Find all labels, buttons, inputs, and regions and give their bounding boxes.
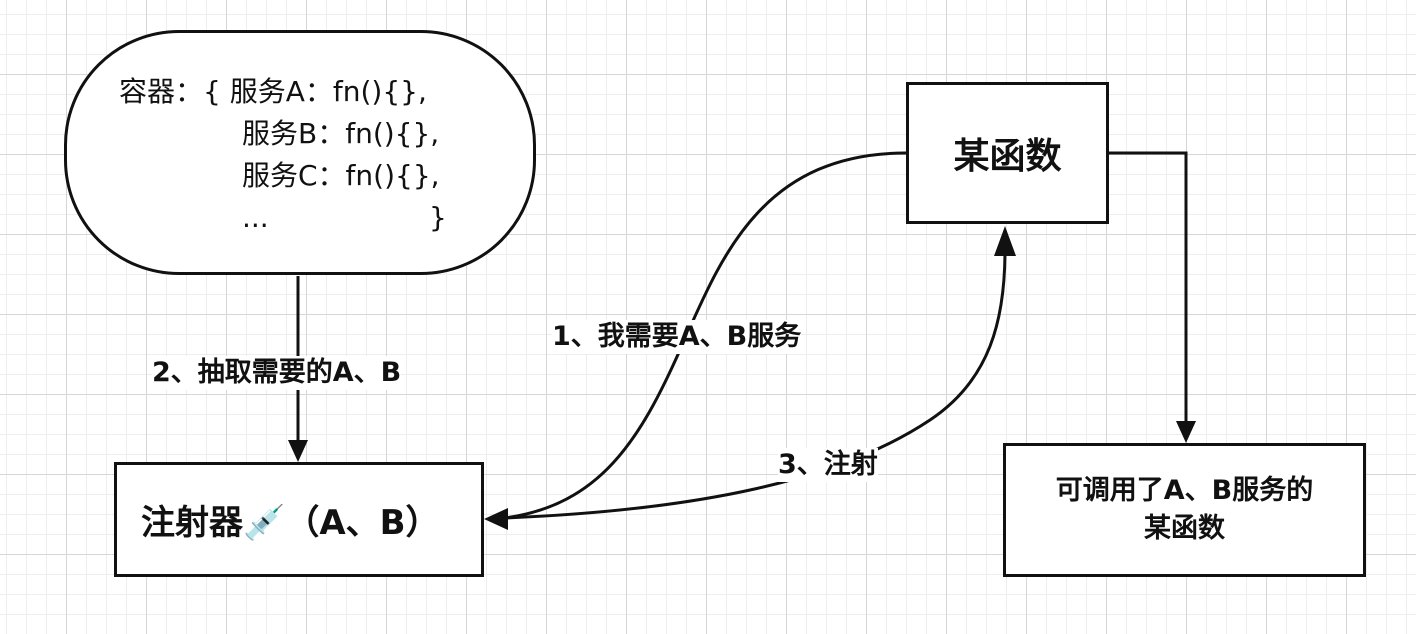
injector-node: 注射器💉（A、B） [114, 462, 484, 577]
container-line-2: 服务B：fn(){}, [242, 117, 440, 150]
container-line-3: 服务C：fn(){}, [242, 159, 440, 192]
edge-label-step3: 3、注射 [778, 448, 878, 482]
container-line-5: } [429, 201, 447, 234]
edge-label-step1: 1、我需要A、B服务 [552, 320, 802, 354]
result-label-line-2: 某函数 [1144, 513, 1225, 544]
function-label: 某函数 [953, 136, 1062, 177]
function-node: 某函数 [906, 82, 1109, 224]
edge-injector-to-function [504, 249, 1007, 520]
container-node: 容器：{ 服务A：fn(){}, 服务B：fn(){}, 服务C：fn(){},… [64, 30, 536, 275]
edge-label-step2: 2、抽取需要的A、B [152, 356, 402, 390]
arrowhead-injector-top [288, 440, 308, 462]
result-label-line-1: 可调用了A、B服务的 [1055, 475, 1314, 506]
arrowhead-function-bottom [994, 226, 1016, 256]
container-line-1: 容器：{ 服务A：fn(){}, [119, 75, 427, 108]
arrowhead-injector-left [484, 508, 508, 530]
arrowhead-result-top [1176, 421, 1196, 443]
result-label: 可调用了A、B服务的 某函数 [1006, 446, 1363, 574]
edge-function-to-result [1109, 151, 1188, 422]
result-node: 可调用了A、B服务的 某函数 [1003, 443, 1366, 577]
injector-label: 注射器💉（A、B） [141, 503, 440, 543]
container-line-4: ... [242, 201, 269, 234]
